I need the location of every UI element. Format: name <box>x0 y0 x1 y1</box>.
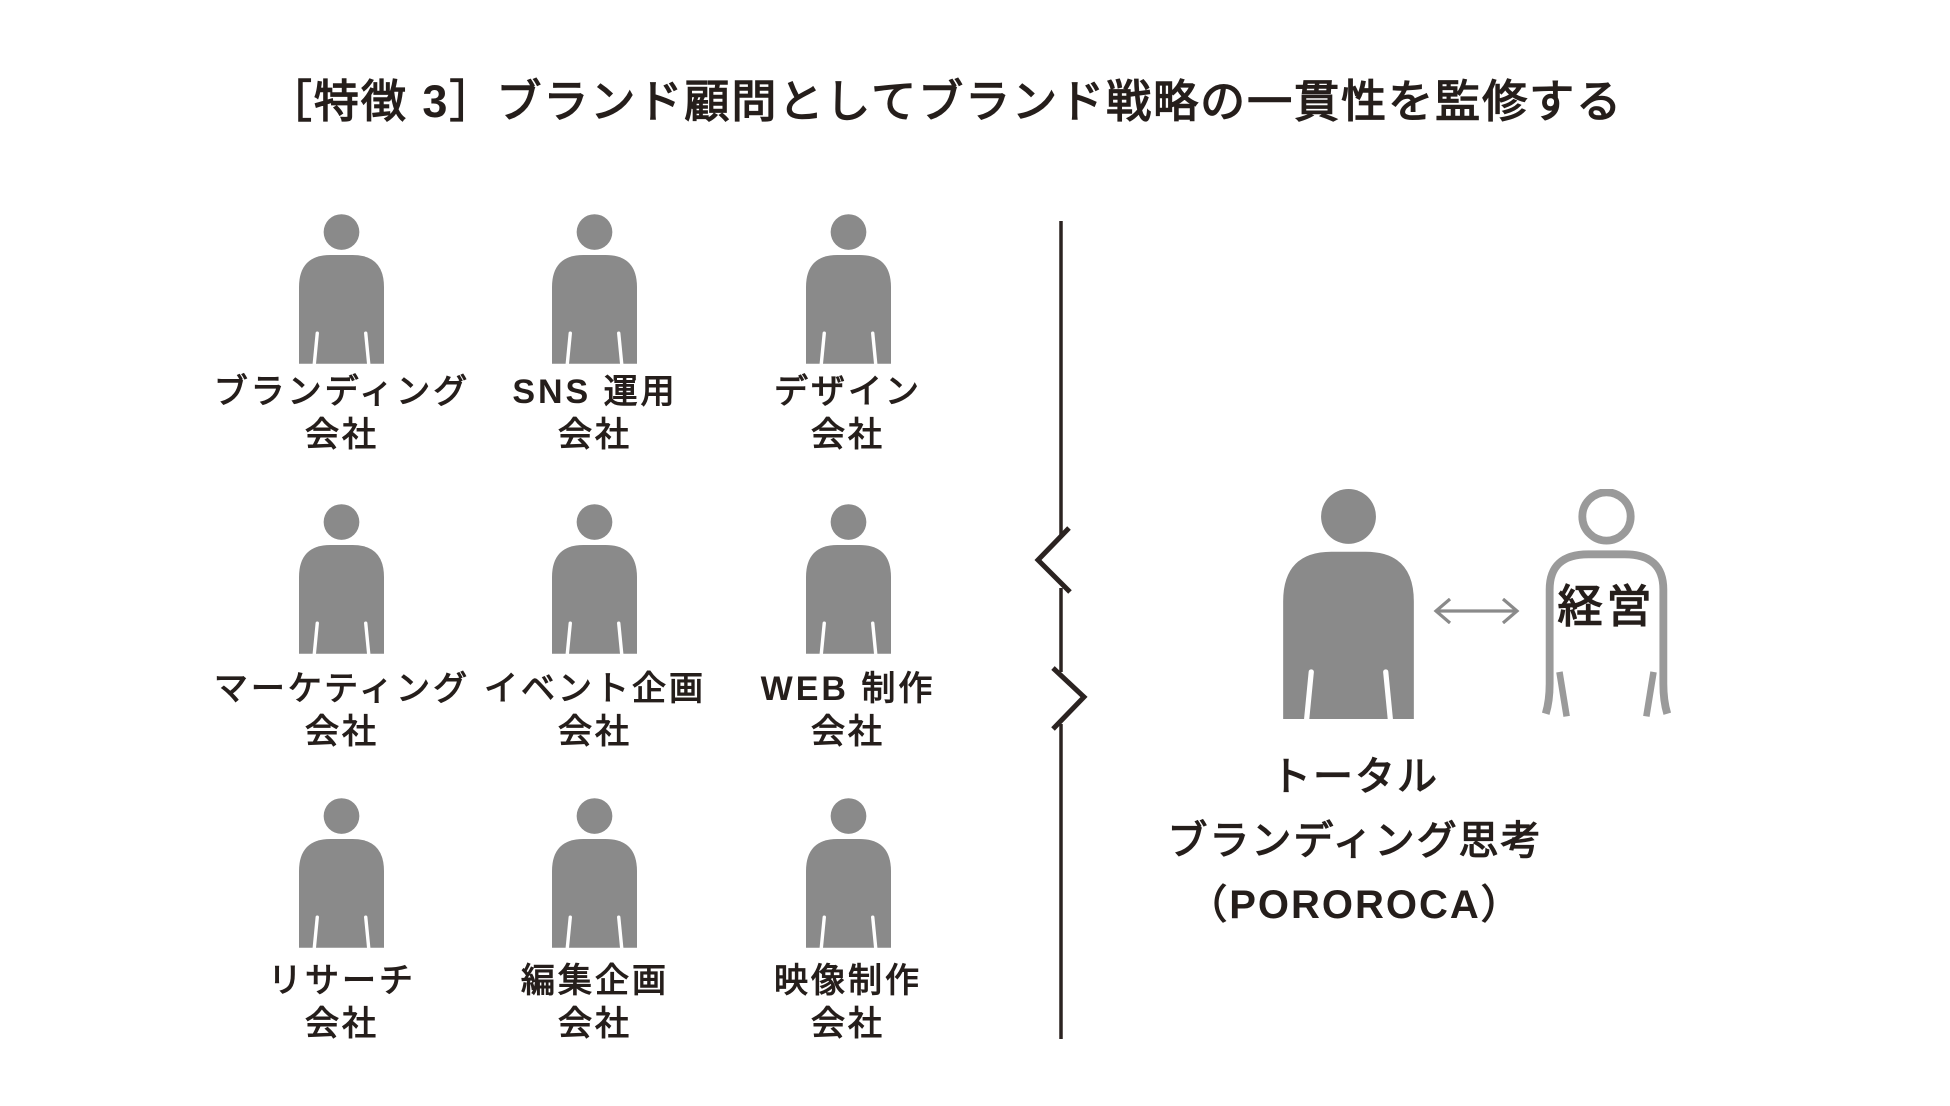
person-silhouette-icon <box>806 504 891 654</box>
person-silhouette-icon <box>552 798 637 948</box>
company-label-line1: SNS 運用 <box>512 373 678 411</box>
double-headed-arrow-icon <box>1433 598 1520 624</box>
company-label-line2: 会社 <box>558 713 632 751</box>
company-label-line1: 編集企画 <box>521 962 669 1000</box>
company-label: SNS 運用 会社 <box>435 371 755 457</box>
company-label: WEB 制作 会社 <box>688 668 1008 754</box>
total-branding-caption: トータル ブランディング思考 （POROROCA） <box>1105 745 1605 937</box>
company-label-line1: デザイン <box>774 373 922 411</box>
company-label: ブランディング 会社 <box>182 371 502 457</box>
person-silhouette-icon <box>299 798 384 948</box>
caption-line-1: トータル <box>1271 755 1439 799</box>
company-label-line2: 会社 <box>305 713 379 751</box>
company-label: リサーチ 会社 <box>182 960 502 1046</box>
company-label: 編集企画 会社 <box>435 960 755 1046</box>
person-silhouette-icon <box>299 504 384 654</box>
person-silhouette-icon <box>806 214 891 364</box>
company-label-line1: WEB 制作 <box>760 670 936 708</box>
company-label: デザイン 会社 <box>688 371 1008 457</box>
caption-line-2: ブランディング思考 <box>1167 819 1543 863</box>
company-label-line1: イベント企画 <box>484 670 706 708</box>
company-label: 映像制作 会社 <box>688 960 1008 1046</box>
person-silhouette-icon <box>552 504 637 654</box>
company-label-line1: ブランディング <box>213 373 471 411</box>
company-label-line2: 会社 <box>558 1005 632 1043</box>
company-label-line2: 会社 <box>305 1005 379 1043</box>
company-label: マーケティング 会社 <box>182 668 502 754</box>
company-label-line1: 映像制作 <box>774 962 922 1000</box>
arrow-head-right <box>1501 598 1520 624</box>
line-break-mark-right-icon <box>1051 666 1088 731</box>
consultant-person-icon <box>1283 489 1414 719</box>
company-label-line2: 会社 <box>305 416 379 454</box>
management-label: 経営 <box>1557 581 1656 632</box>
company-label-line2: 会社 <box>811 713 885 751</box>
caption-line-3: （POROROCA） <box>1187 883 1523 927</box>
company-label-line1: マーケティング <box>213 670 471 708</box>
line-break-mark-left-icon <box>1034 526 1072 594</box>
divider-with-break-marks <box>1034 221 1088 1039</box>
person-silhouette-icon <box>806 798 891 948</box>
person-silhouette-icon <box>552 214 637 364</box>
arrow-head-left <box>1433 598 1452 624</box>
diagram-title: ［特徴 3］ブランド顧問としてブランド戦略の一貫性を監修する <box>266 76 1624 127</box>
company-label-line2: 会社 <box>811 416 885 454</box>
person-silhouette-icon <box>299 214 384 364</box>
company-label-line1: リサーチ <box>268 962 416 1000</box>
company-label-line2: 会社 <box>558 416 632 454</box>
company-label-line2: 会社 <box>811 1005 885 1043</box>
company-label: イベント企画 会社 <box>435 668 755 754</box>
